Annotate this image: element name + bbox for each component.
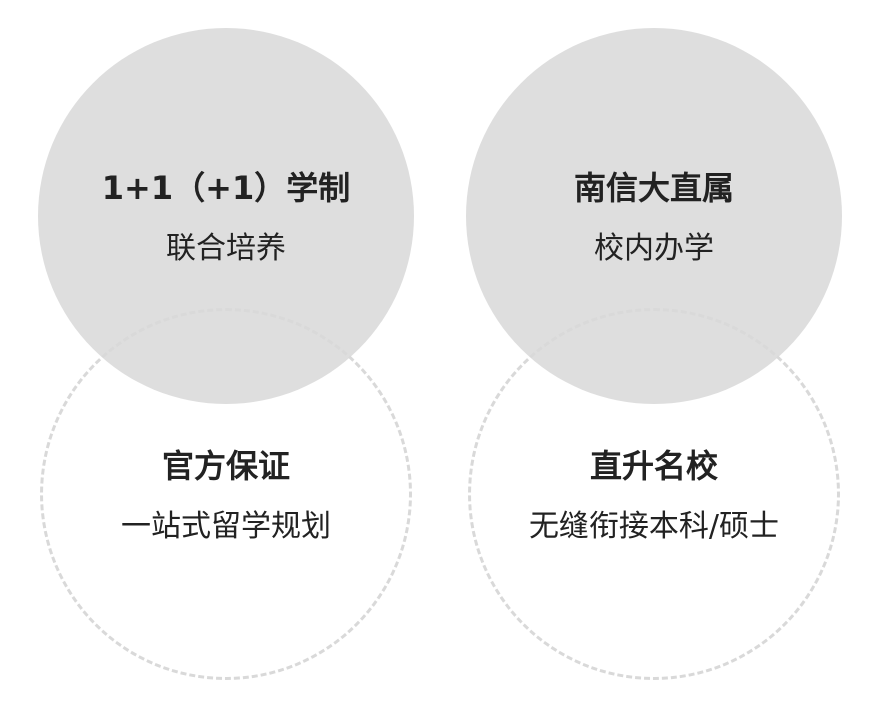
dashed-circle-bottom-right: [468, 308, 840, 680]
node-title: 直升名校: [589, 447, 718, 485]
node-subtitle: 一站式留学规划: [121, 509, 331, 544]
node-title: 官方保证: [161, 447, 290, 485]
node-title: 南信大直属: [573, 169, 734, 207]
node-label-top-right: 南信大直属 校内办学: [474, 168, 834, 268]
node-subtitle: 联合培养: [166, 231, 286, 266]
node-label-bottom-right: 直升名校 无缝衔接本科/硕士: [474, 446, 834, 546]
node-subtitle: 无缝衔接本科/硕士: [528, 509, 780, 544]
dashed-circle-bottom-left: [40, 308, 412, 680]
node-subtitle: 校内办学: [594, 231, 714, 266]
node-label-top-left: 1+1（+1）学制 联合培养: [46, 168, 406, 268]
node-title: 1+1（+1）学制: [101, 169, 351, 207]
node-label-bottom-left: 官方保证 一站式留学规划: [46, 446, 406, 546]
